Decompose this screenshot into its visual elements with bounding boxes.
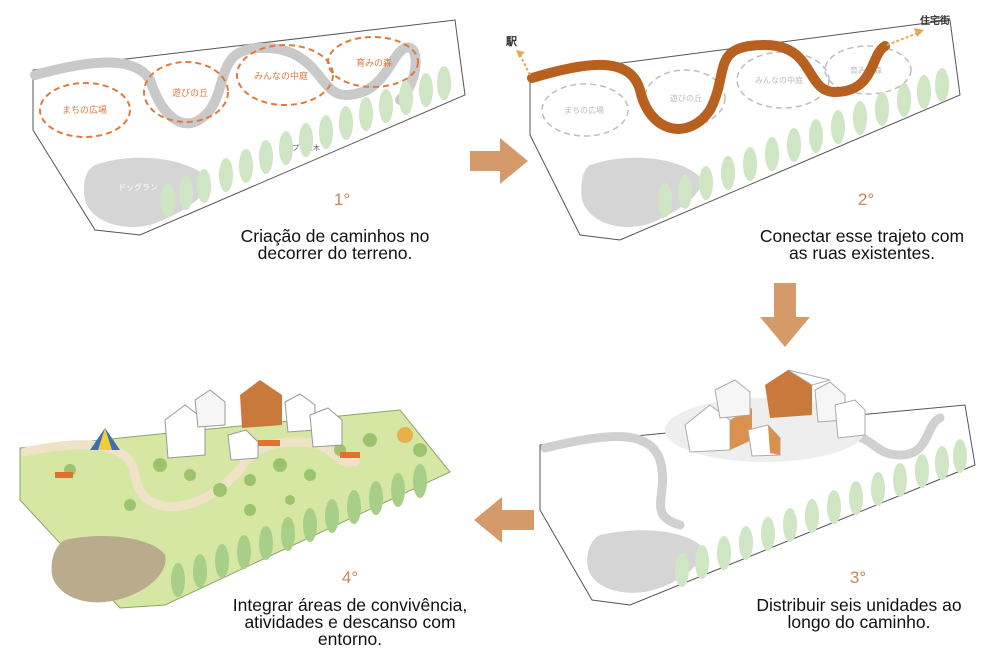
step-3-caption: Distribuir seis unidades ao longo do cam… [756, 595, 962, 632]
arrow-down-2-to-3 [760, 283, 810, 347]
station-label: 駅 [505, 35, 517, 48]
dog-run-area [51, 535, 166, 603]
zone-machi [39, 82, 131, 138]
dog-run-area [587, 530, 702, 593]
diagram-panel-step-1: まちの広場 遊びの丘 みんなの中庭 育みの森 ドッグラン ポプラ並木 [0, 0, 470, 240]
diagram-panel-step-4 [10, 380, 460, 610]
step-2-number: 2° [857, 190, 875, 209]
diagram-panel-step-3 [530, 360, 993, 606]
arrow-right-1-to-2 [470, 138, 528, 184]
illustrated-site-step-4 [19, 380, 451, 609]
poplar-trees [675, 439, 967, 587]
residential-connection-arrow [886, 32, 919, 46]
zone-asobi-label: 遊びの丘 [172, 87, 208, 99]
station-connection-arrow [519, 54, 531, 76]
residential-label: 住宅街 [920, 14, 950, 27]
zone-sodate [327, 36, 419, 88]
zone-minna-label: みんなの中庭 [755, 75, 803, 85]
step-2-caption: Conectar esse trajeto com as ruas existe… [759, 226, 965, 263]
zone-machi-label: まちの広場 [564, 105, 604, 115]
step-1-number: 1° [333, 190, 351, 209]
dog-run-area [581, 157, 702, 228]
dog-run-label: ドッグラン [118, 182, 158, 192]
zone-asobi [143, 61, 229, 123]
step-3-number: 3° [849, 568, 867, 587]
dog-run-area [83, 157, 209, 228]
site-plan-step-1: まちの広場 遊びの丘 みんなの中庭 育みの森 ドッグラン ポプラ並木 [30, 19, 466, 236]
garden-vegetation [64, 427, 427, 516]
walking-path [30, 42, 421, 129]
housing-units [164, 380, 343, 461]
zone-asobi-label: 遊びの丘 [670, 93, 702, 103]
tent-icon [90, 428, 120, 450]
poplar-trees [171, 464, 427, 597]
orange-signboards [55, 440, 360, 478]
diagram-panel-step-2: まちの広場 遊びの丘 みんなの中庭 育みの森 駅 住宅街 [500, 0, 993, 241]
step-4-caption: Integrar áreas de convivência, atividade… [232, 595, 468, 649]
poplar-trees [658, 68, 949, 217]
site-plan-step-3 [539, 369, 976, 606]
step-4-number: 4° [341, 568, 359, 587]
walking-path [845, 413, 945, 460]
arrow-head-icon [516, 50, 525, 58]
zone-sodate-label: 育みの森 [356, 57, 392, 69]
zone-minna [236, 44, 334, 106]
housing-units [684, 369, 866, 457]
arrow-head-icon [914, 28, 924, 37]
connected-path [527, 39, 890, 134]
arrow-left-3-to-4 [474, 497, 534, 543]
poplar-trees [161, 66, 451, 217]
site-plan-step-2: まちの広場 遊びの丘 みんなの中庭 育みの森 駅 住宅街 [505, 14, 961, 241]
zone-machi [541, 83, 629, 137]
zone-minna [736, 51, 830, 109]
zone-minna-label: みんなの中庭 [254, 70, 308, 82]
zone-sodate [824, 45, 912, 95]
step-1-caption: Criação de caminhos no decorrer do terre… [240, 226, 430, 263]
zone-machi-label: まちの広場 [62, 104, 107, 116]
walking-path [540, 432, 685, 530]
